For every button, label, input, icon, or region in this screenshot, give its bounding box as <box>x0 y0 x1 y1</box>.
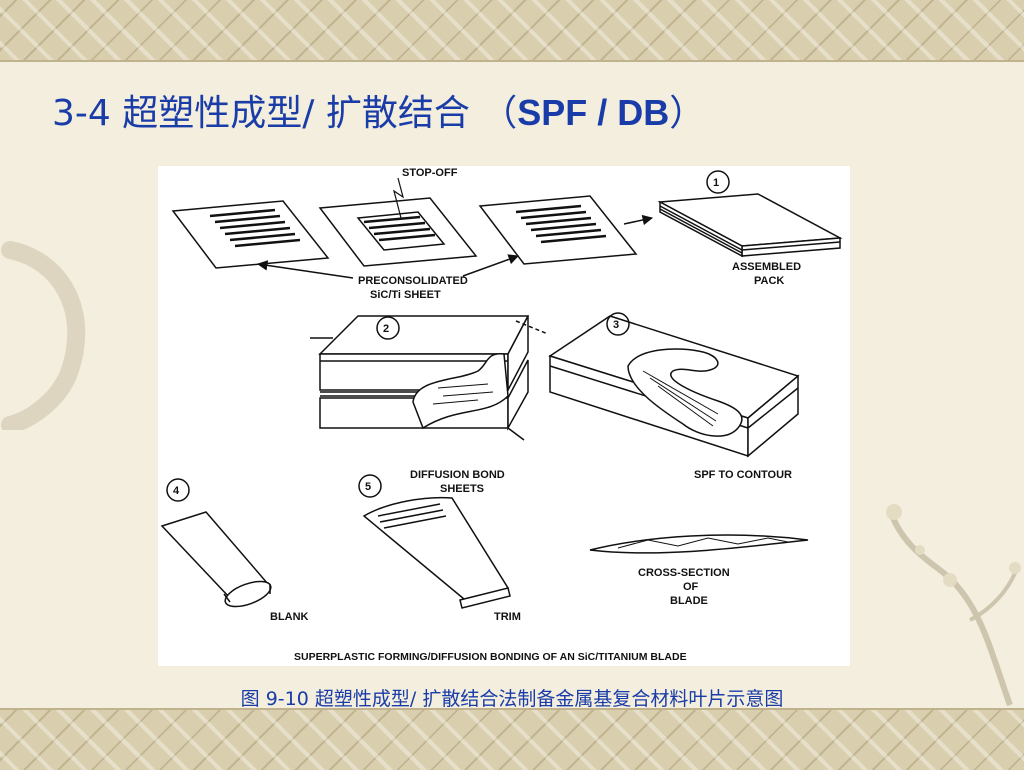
arrow-to-left-sheet <box>256 260 354 279</box>
step-3-circle <box>606 312 630 336</box>
trim-label: TRIM <box>494 611 521 623</box>
right-plum-branch-decoration <box>886 504 1021 707</box>
slide-title-suffix: ） <box>669 93 706 134</box>
sic-ti-sheet-left <box>171 200 330 269</box>
blade-blank <box>160 511 272 608</box>
step-5-number: 5 <box>365 481 371 493</box>
figure-caption: 图 9-10 超塑性成型/ 扩散结合法制备金属基复合材料叶片示意图 <box>240 688 784 710</box>
step-2-number: 2 <box>383 323 389 335</box>
step-3-number: 3 <box>613 319 619 331</box>
diffusion-bond-label: DIFFUSION BOND <box>410 469 505 481</box>
cross-section-of-label: OF <box>683 581 699 593</box>
step-5-circle <box>358 474 382 498</box>
step-2-circle <box>376 316 400 340</box>
assembled-pack <box>657 193 843 258</box>
sic-ti-sheet-middle <box>318 177 478 267</box>
slide-title-bold: SPF / DB <box>517 92 670 133</box>
blade-label: BLADE <box>670 595 708 607</box>
blank-label: BLANK <box>270 611 309 623</box>
arrow-to-right-sheet <box>462 254 519 277</box>
preconsolidated-label: PRECONSOLIDATED <box>358 275 468 287</box>
stop-off-label: STOP-OFF <box>402 167 458 179</box>
spf-db-process-figure: STOP-OFF PRECONSOLIDATED SiC/Ti SHEET 1 … <box>158 166 850 666</box>
step-4-circle <box>166 478 190 502</box>
top-decorative-border <box>0 0 1024 62</box>
figure-bottom-caption: SUPERPLASTIC FORMING/DIFFUSION BONDING O… <box>294 651 687 663</box>
slide-title: 3-4 超塑性成型/ 扩散结合 （SPF / DB） <box>52 84 705 136</box>
diffusion-bond-die <box>310 315 530 441</box>
spf-contour-die <box>515 315 800 458</box>
blade-cross-section <box>589 534 809 554</box>
sic-ti-sheet-right <box>478 195 638 265</box>
blade-trimmed <box>362 496 511 609</box>
step-1-number: 1 <box>713 177 719 189</box>
arrow-to-pack <box>623 214 654 226</box>
pack-label: PACK <box>754 275 784 287</box>
left-ink-decoration <box>1 241 86 430</box>
assembled-label: ASSEMBLED <box>732 261 801 273</box>
spf-to-contour-label: SPF TO CONTOUR <box>694 469 792 481</box>
step-1-circle <box>706 170 730 194</box>
step-4-number: 4 <box>173 485 180 497</box>
cross-section-label: CROSS-SECTION <box>638 567 730 579</box>
slide-title-prefix: 3-4 超塑性成型/ 扩散结合 （ <box>52 93 518 134</box>
bottom-decorative-border <box>0 708 1024 770</box>
sheets-label: SHEETS <box>440 483 484 495</box>
sic-ti-sheet-label: SiC/Ti SHEET <box>370 289 441 301</box>
